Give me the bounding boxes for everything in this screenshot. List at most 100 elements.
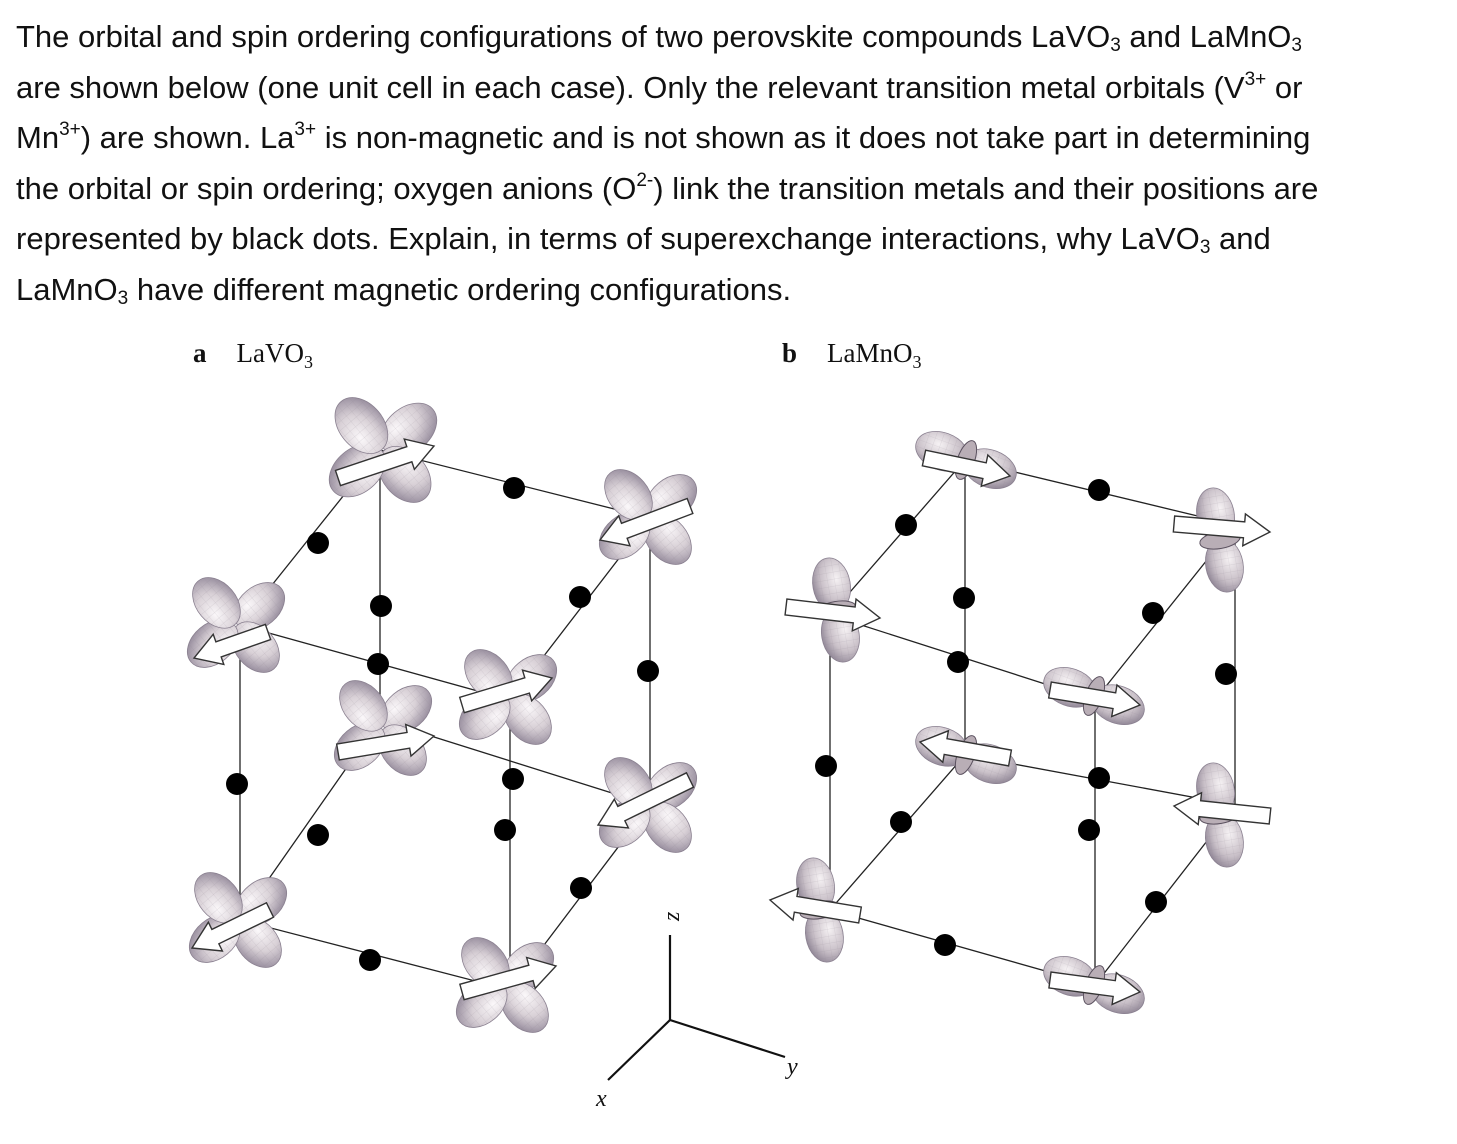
oxygen-dot bbox=[1078, 819, 1100, 841]
oxygen-dot bbox=[502, 768, 524, 790]
oxygen-dot bbox=[947, 651, 969, 673]
v3-orbital bbox=[333, 680, 433, 776]
panel-b-formula-sub: 3 bbox=[912, 352, 922, 372]
orbital-lobe bbox=[194, 872, 243, 924]
oxygen-dot bbox=[890, 811, 912, 833]
question-text: The orbital and spin ordering configurat… bbox=[16, 12, 1441, 316]
oxygen-dot bbox=[953, 587, 975, 609]
spin-arrow bbox=[598, 497, 694, 547]
spin-arrow bbox=[1172, 791, 1272, 826]
oxygen-dot bbox=[226, 773, 248, 795]
superscript: 3+ bbox=[59, 119, 81, 141]
lamno3-lattice-edges bbox=[829, 459, 1236, 986]
spin-arrow bbox=[918, 729, 1013, 767]
coordinate-axes bbox=[607, 935, 786, 1081]
oxygen-dot bbox=[503, 477, 525, 499]
orbital-lobe bbox=[1205, 537, 1244, 593]
subscript: 3 bbox=[117, 287, 129, 309]
oxygen-dot bbox=[895, 514, 917, 536]
oxygen-anions bbox=[226, 477, 1237, 971]
orbital-lobe bbox=[643, 801, 692, 853]
subscript: 3 bbox=[1199, 237, 1211, 259]
y-axis-label: y bbox=[785, 1054, 798, 1080]
oxygen-dot bbox=[494, 819, 516, 841]
superscript: 3+ bbox=[1244, 68, 1267, 90]
orbital-lobe bbox=[812, 557, 851, 613]
mn3-orbital bbox=[1196, 487, 1244, 593]
spin-arrow bbox=[458, 669, 554, 714]
spin-arrow bbox=[335, 723, 436, 761]
spin-arrow bbox=[1047, 681, 1142, 718]
oxygen-dot bbox=[307, 824, 329, 846]
oxygen-dot bbox=[367, 653, 389, 675]
x-axis-label: x bbox=[595, 1086, 607, 1112]
orbital-lobe bbox=[604, 469, 653, 521]
panel-b-label: b LaMnO3 bbox=[782, 338, 922, 373]
orbital-lobe bbox=[500, 981, 549, 1033]
oxygen-dot bbox=[569, 586, 591, 608]
oxygen-dot bbox=[1088, 767, 1110, 789]
orbital-lobe bbox=[805, 907, 844, 963]
subscript: 3 bbox=[1110, 35, 1121, 56]
panel-a-letter: a bbox=[193, 338, 207, 368]
orbital-lobe bbox=[334, 397, 389, 454]
question-line-4a: the orbital or spin ordering; oxygen ani… bbox=[16, 170, 637, 206]
spin-arrows bbox=[190, 438, 1272, 1006]
lattice-edge bbox=[829, 459, 966, 616]
question-line-3b: ) are shown. La bbox=[80, 120, 295, 156]
spin-arrow bbox=[784, 597, 882, 633]
question-line-6a: LaMnO bbox=[16, 271, 118, 307]
spin-arrow bbox=[192, 623, 272, 666]
orbital-lobe bbox=[339, 680, 388, 732]
oxygen-dot bbox=[637, 660, 659, 682]
question-line-5b: and bbox=[1210, 221, 1271, 257]
oxygen-dot bbox=[1215, 663, 1237, 685]
oxygen-dot bbox=[1142, 602, 1164, 624]
question-line-1b: and LaMnO bbox=[1120, 19, 1292, 54]
question-line-2b: or bbox=[1266, 69, 1303, 105]
lavo3-lattice-edges bbox=[239, 449, 651, 991]
oxygen-dot bbox=[1088, 479, 1110, 501]
orbital-lobe bbox=[1205, 812, 1244, 868]
spin-arrow bbox=[921, 449, 1012, 488]
panel-a-formula-sub: 3 bbox=[303, 352, 313, 372]
superscript: 2- bbox=[636, 169, 654, 191]
spin-arrow bbox=[1172, 512, 1272, 547]
question-line-5a: represented by black dots. Explain, in t… bbox=[16, 221, 1200, 257]
panel-b-formula: LaMnO bbox=[827, 338, 913, 368]
question-line-1a: The orbital and spin ordering configurat… bbox=[16, 19, 1111, 54]
superscript: 3+ bbox=[294, 119, 317, 141]
oxygen-dot bbox=[1145, 891, 1167, 913]
lamno3-orbitals bbox=[796, 430, 1244, 1015]
panel-a-formula: LaVO bbox=[236, 338, 304, 368]
z-axis-label: z bbox=[659, 911, 685, 922]
oxygen-dot bbox=[815, 755, 837, 777]
spin-arrow bbox=[768, 887, 863, 924]
spin-arrow bbox=[596, 771, 695, 829]
question-line-4b: ) link the transition metals and their p… bbox=[653, 170, 1319, 206]
spin-arrow bbox=[334, 438, 436, 487]
panel-a-label: a LaVO3 bbox=[193, 338, 313, 373]
subscript: 3 bbox=[1291, 35, 1302, 56]
oxygen-dot bbox=[370, 595, 392, 617]
question-line-3a: Mn bbox=[16, 120, 60, 156]
orbital-lobe bbox=[233, 582, 286, 631]
question-line-2a: are shown below (one unit cell in each c… bbox=[16, 69, 1245, 105]
spin-arrow bbox=[190, 901, 275, 952]
question-line-3c: is non-magnetic and is not shown as it d… bbox=[316, 120, 1311, 156]
y-axis bbox=[669, 1018, 786, 1059]
orbital-lobe bbox=[192, 577, 241, 629]
lavo3-orbitals bbox=[186, 397, 698, 1033]
panel-b-letter: b bbox=[782, 338, 798, 368]
x-axis bbox=[607, 1019, 671, 1081]
lattice-edge bbox=[829, 754, 966, 911]
question-line-6b: have different magnetic ordering configu… bbox=[128, 271, 792, 307]
spin-arrow bbox=[1048, 971, 1142, 1006]
spin-arrow bbox=[459, 956, 558, 1001]
oxygen-dot bbox=[359, 949, 381, 971]
orbital-lobe bbox=[380, 685, 433, 734]
oxygen-dot bbox=[307, 532, 329, 554]
oxygen-dot bbox=[934, 934, 956, 956]
v3-orbital bbox=[186, 577, 286, 673]
